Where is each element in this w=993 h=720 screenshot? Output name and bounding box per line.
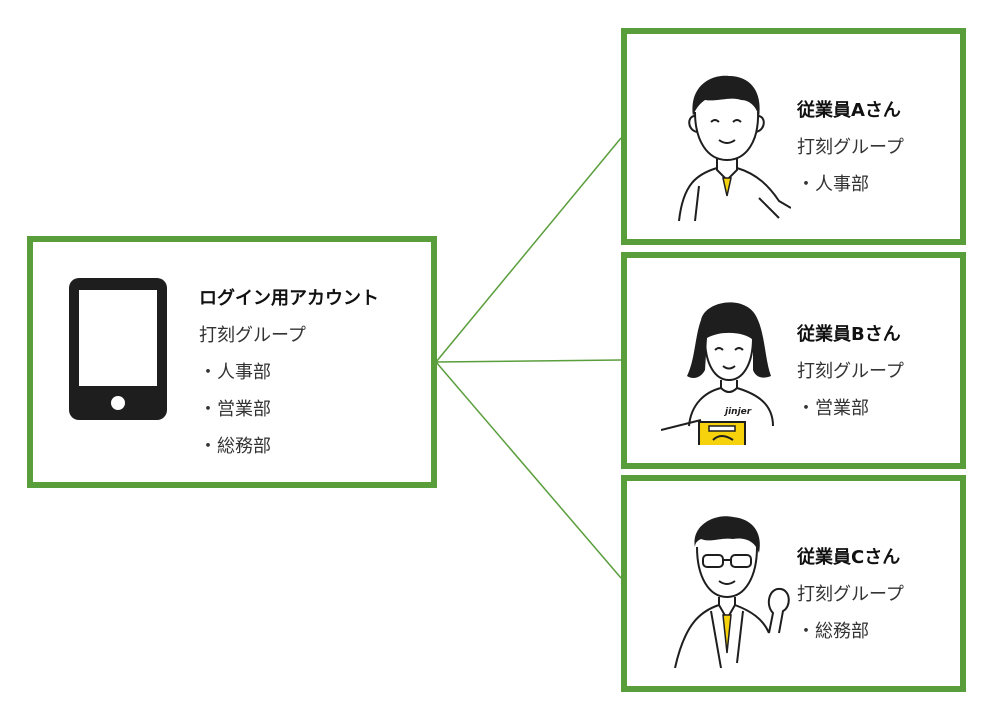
employee-b-department: ・営業部 — [797, 398, 869, 419]
login-group-label: 打刻グループ — [199, 325, 306, 346]
employee-c-box: 従業員Cさん 打刻グループ ・総務部 — [621, 475, 966, 692]
employee-c-group-label: 打刻グループ — [797, 584, 904, 605]
employee-a-box: 従業員Aさん 打刻グループ ・人事部 — [621, 28, 966, 245]
login-account-info: ログイン用アカウント 打刻グループ ・人事部 ・営業部 ・総務部 — [199, 280, 379, 465]
employee-b-group-label: 打刻グループ — [797, 361, 904, 382]
man-glasses-avatar-icon — [674, 516, 790, 668]
connector-line-a — [435, 137, 622, 363]
employee-a-info: 従業員Aさん 打刻グループ ・人事部 — [797, 92, 904, 203]
connector-line-c — [435, 361, 622, 579]
login-department-3: ・総務部 — [199, 436, 271, 457]
man-avatar-icon — [678, 75, 791, 221]
jinjer-badge: jinjer — [723, 407, 752, 417]
woman-avatar-icon: jinjer — [661, 302, 774, 445]
login-department-1: ・人事部 — [199, 362, 271, 383]
employee-a-group-label: 打刻グループ — [797, 137, 904, 158]
employee-a-department: ・人事部 — [797, 174, 869, 195]
connector-line-b — [435, 359, 622, 363]
employee-b-box: jinjer 従業員Bさん 打刻グループ ・営業部 — [621, 252, 966, 469]
employee-b-name: 従業員Bさん — [797, 324, 901, 345]
login-account-box: ログイン用アカウント 打刻グループ ・人事部 ・営業部 ・総務部 — [27, 236, 437, 488]
employee-c-department: ・総務部 — [797, 621, 869, 642]
employee-c-name: 従業員Cさん — [797, 547, 901, 568]
login-account-title: ログイン用アカウント — [199, 288, 379, 309]
employee-b-info: 従業員Bさん 打刻グループ ・営業部 — [797, 316, 904, 427]
smartphone-icon — [69, 278, 167, 420]
employee-a-name: 従業員Aさん — [797, 100, 901, 121]
employee-c-info: 従業員Cさん 打刻グループ ・総務部 — [797, 539, 904, 650]
login-department-2: ・営業部 — [199, 399, 271, 420]
